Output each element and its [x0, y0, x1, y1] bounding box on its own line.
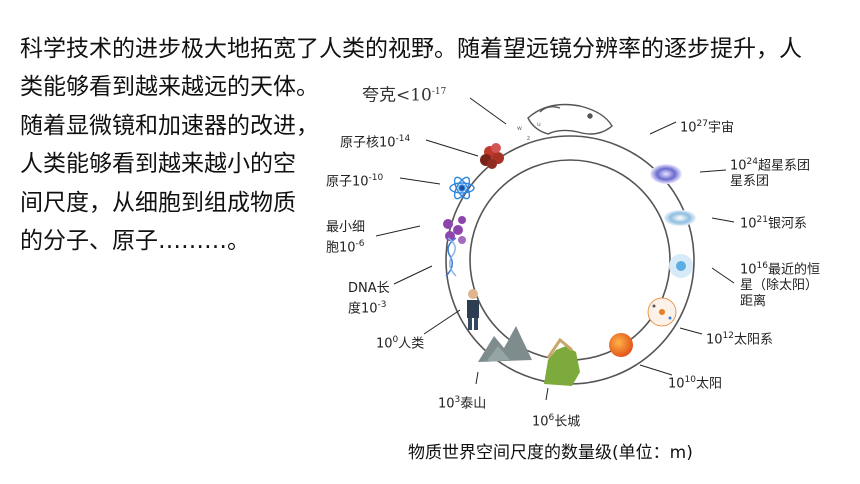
label-quark: 夸克<10-17: [362, 85, 447, 106]
intro-line-3: 随着显微镜和加速器的改进，: [20, 112, 319, 139]
nearest-star-icon: [669, 254, 693, 278]
diagram-caption: 物质世界空间尺度的数量级(单位：m): [408, 443, 693, 463]
intro-line-4: 人类能够看到越来越小的空: [20, 151, 296, 177]
atom-icon: [449, 176, 475, 200]
intro-line-6: 的分子、原子………。: [20, 228, 250, 254]
leader-lines: [375, 97, 735, 401]
quark-icon: wzu: [517, 121, 541, 142]
svg-text:u: u: [537, 121, 541, 128]
label-human: 100人类: [376, 335, 425, 352]
label-greatwall: 106长城: [532, 413, 581, 430]
svg-text:w: w: [517, 125, 522, 132]
intro-paragraph: 类能够看到越来越远的天体。 随着显微镜和加速器的改进， 人类能够看到越来越小的空…: [20, 68, 340, 261]
label-solar-system: 1012太阳系: [706, 331, 774, 348]
label-cell: 最小细 胞10-6: [326, 220, 366, 256]
intro-line-5: 间尺度，从细胞到组成物质: [20, 189, 296, 216]
human-icon: [467, 289, 479, 330]
intro-line-2: 类能够看到越来越远的天体。: [20, 74, 319, 100]
solar-system-icon: [647, 297, 677, 327]
ring-inner: [469, 159, 671, 361]
sun-icon: [609, 333, 633, 357]
label-nearest-star: 1016最近的恒 星（除太阳） 距离: [740, 261, 821, 310]
greatwall-icon: [544, 337, 580, 386]
label-dna: DNA长 度10-3: [348, 281, 390, 317]
label-taishan: 103泰山: [438, 395, 487, 412]
label-supercluster: 1024超星系团 星系团: [730, 157, 811, 190]
intro-line-1: 科学技术的进步极大地拓宽了人类的视野。随着望远镜分辨率的逐步提升，人: [20, 36, 802, 62]
label-atom: 原子10-10: [326, 173, 384, 190]
taishan-icon: [478, 326, 532, 362]
label-galaxy: 1021银河系: [740, 215, 808, 232]
svg-text:z: z: [527, 135, 530, 142]
snake-head-icon: [527, 103, 613, 135]
nucleus-icon: [480, 143, 504, 169]
label-sun: 1010太阳: [668, 375, 723, 392]
label-nucleus: 原子核10-14: [340, 134, 411, 151]
galaxy-icon: [664, 210, 696, 226]
label-universe: 1027宇宙: [680, 119, 735, 136]
dna-icon: [445, 237, 457, 277]
supercluster-icon: [650, 164, 682, 184]
cell-icon: [443, 216, 466, 244]
